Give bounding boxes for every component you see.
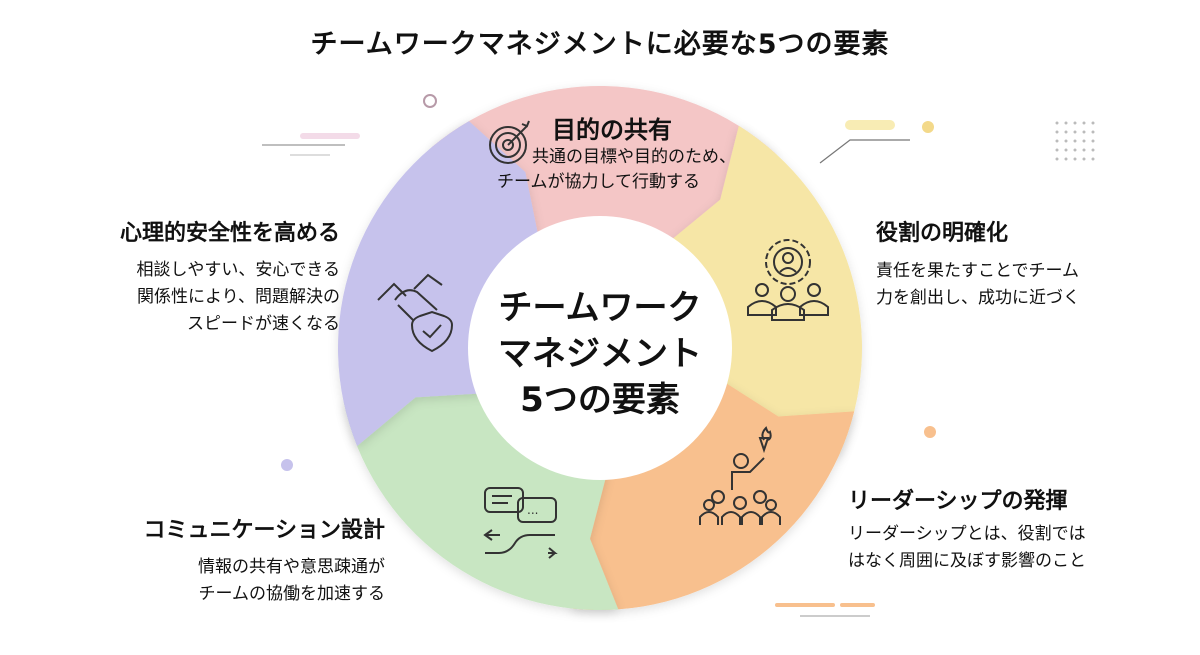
element-communication-heading: コミュニケーション設計 bbox=[143, 518, 385, 543]
element-communication-desc-1: 情報の共有や意思疎通が bbox=[198, 557, 385, 577]
decor-dot bbox=[1055, 130, 1059, 134]
team-gear-icon bbox=[747, 239, 829, 321]
center-title: チームワーク マネジメント 5つの要素 bbox=[470, 285, 730, 423]
decor-dot bbox=[1091, 148, 1095, 152]
decor-dot bbox=[1082, 157, 1086, 161]
element-psych-safety: 心理的安全性を高める 相談しやすい、安心できる 関係性により、問題解決の スピー… bbox=[120, 215, 340, 338]
element-psych-safety-desc-1: 相談しやすい、安心できる bbox=[136, 260, 341, 280]
decor-dot bbox=[1082, 121, 1086, 125]
leader-torch-icon bbox=[699, 426, 781, 525]
decor-dot bbox=[1055, 139, 1059, 143]
element-purpose-desc-2: チームが協力して行動する bbox=[497, 172, 700, 192]
decor-dot bbox=[1073, 157, 1077, 161]
element-roles-desc-2: 力を創出し、成功に近づく bbox=[876, 288, 1080, 308]
target-icon bbox=[489, 120, 530, 164]
decor-dot-grid bbox=[1055, 121, 1095, 161]
decor-dot bbox=[924, 426, 936, 438]
decor-dot bbox=[1064, 139, 1068, 143]
decor-dot bbox=[922, 121, 934, 133]
decor-bar bbox=[840, 603, 875, 607]
element-communication-desc-2: チームの協働を加速する bbox=[198, 584, 386, 604]
element-leadership-desc-1: リーダーシップとは、役割では bbox=[848, 524, 1086, 544]
element-roles-desc-1: 責任を果たすことでチーム bbox=[876, 261, 1079, 281]
decor-dot bbox=[1073, 130, 1077, 134]
segment-roles bbox=[663, 125, 862, 455]
decor-dot bbox=[1064, 157, 1068, 161]
center-circle bbox=[468, 216, 732, 480]
center-title-line1: チームワーク bbox=[498, 288, 702, 328]
svg-text:...: ... bbox=[527, 503, 538, 517]
handshake-shield-icon bbox=[377, 273, 454, 353]
decor-line bbox=[819, 139, 910, 164]
decor-dot bbox=[1091, 139, 1095, 143]
decor-dot bbox=[1064, 121, 1068, 125]
decor-dot bbox=[1055, 148, 1059, 152]
element-roles-heading: 役割の明確化 bbox=[876, 221, 1009, 246]
decor-dot bbox=[1073, 139, 1077, 143]
decor-dot bbox=[1091, 121, 1095, 125]
decor-circle bbox=[423, 94, 437, 108]
decor-dot bbox=[1082, 139, 1086, 143]
decor-dot bbox=[1073, 148, 1077, 152]
decor-bar bbox=[845, 120, 895, 130]
center-title-line2: マネジメント bbox=[498, 334, 702, 374]
element-purpose-desc-1: 共通の目標や目的のため、 bbox=[532, 147, 736, 167]
decor-bar bbox=[300, 133, 360, 139]
element-leadership-desc-2: はなく周囲に及ぼす影響のこと bbox=[848, 551, 1086, 571]
decor-bar bbox=[775, 603, 835, 607]
segment-leadership bbox=[557, 377, 855, 610]
center-title-line3: 5つの要素 bbox=[520, 380, 680, 420]
decor-dot bbox=[1091, 157, 1095, 161]
element-purpose-heading: 目的の共有 bbox=[552, 116, 672, 144]
decor-dot bbox=[1064, 130, 1068, 134]
element-communication: コミュニケーション設計 情報の共有や意思疎通が チームの協働を加速する bbox=[143, 512, 385, 608]
element-leadership-heading: リーダーシップの発揮 bbox=[848, 489, 1068, 514]
page-title: チームワークマネジメントに必要な5つの要素 bbox=[310, 29, 890, 60]
chat-exchange-icon: ... bbox=[483, 487, 558, 559]
decor-dot bbox=[1073, 121, 1077, 125]
decor-dot bbox=[1082, 130, 1086, 134]
decor-dot bbox=[1055, 157, 1059, 161]
element-psych-safety-desc-3: スピードが速くなる bbox=[187, 314, 340, 334]
element-psych-safety-desc-2: 関係性により、問題解決の bbox=[137, 287, 340, 307]
decor-dot bbox=[1064, 148, 1068, 152]
decor-dot bbox=[1091, 130, 1095, 134]
decor-dot bbox=[1082, 148, 1086, 152]
decor-dot bbox=[281, 459, 293, 471]
element-psych-safety-heading: 心理的安全性を高める bbox=[119, 221, 340, 246]
decor-dot bbox=[1055, 121, 1059, 125]
